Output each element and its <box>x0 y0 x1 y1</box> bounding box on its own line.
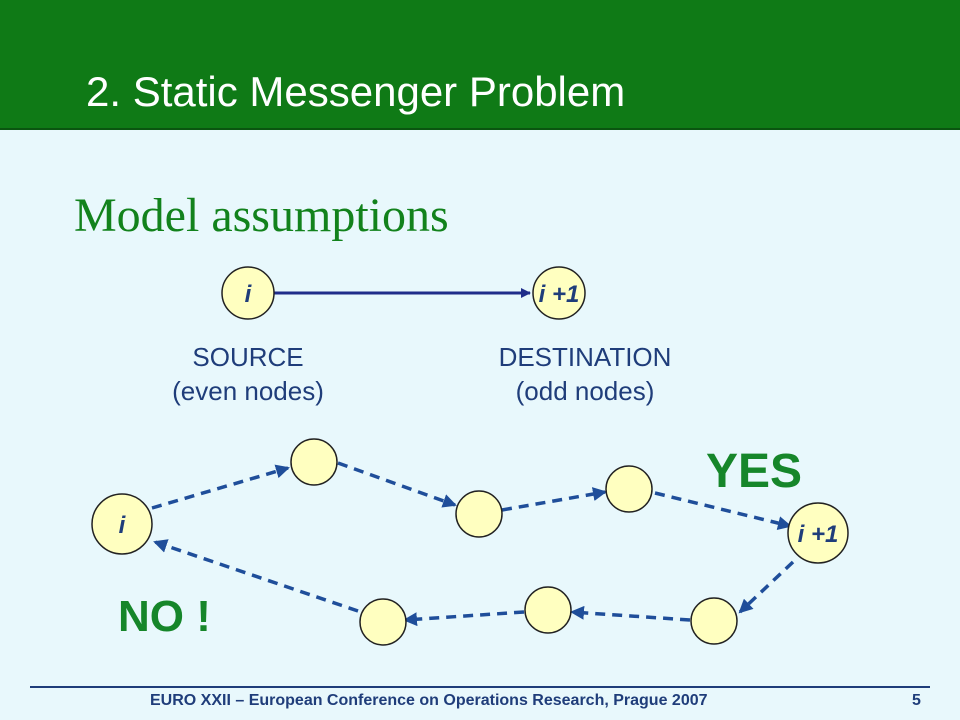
slide-subtitle: Model assumptions <box>74 189 449 242</box>
destination-label-line1: DESTINATION <box>498 342 672 372</box>
source-node-label: i <box>245 281 253 308</box>
path-start-node-label: i <box>119 512 127 539</box>
slide-title: 2. Static Messenger Problem <box>86 68 626 115</box>
path-arrow-7 <box>403 610 525 627</box>
path-arrow-8 <box>153 539 359 613</box>
footer-divider <box>30 686 930 688</box>
path-arrow-6 <box>570 605 691 622</box>
source-label-line2: (even nodes) <box>172 376 324 406</box>
destination-node-label: i +1 <box>539 281 580 308</box>
path-arrow-4 <box>654 491 792 530</box>
header-bar <box>0 0 960 130</box>
no-label: NO ! <box>118 592 211 641</box>
path-end-node <box>787 502 849 564</box>
path-node <box>524 586 572 634</box>
path-arrow-2 <box>337 461 457 508</box>
path-arrow-5 <box>738 560 795 614</box>
path-node <box>605 465 653 513</box>
destination-label: DESTINATION (odd nodes) <box>470 340 700 408</box>
destination-label-line2: (odd nodes) <box>515 376 655 406</box>
footer-text: EURO XXII – European Conference on Opera… <box>150 692 708 709</box>
source-node <box>221 266 275 320</box>
path-arrow-3 <box>501 487 607 512</box>
source-label-line1: SOURCE <box>192 342 304 372</box>
footer: EURO XXII – European Conference on Opera… <box>0 692 960 716</box>
path-node <box>690 597 738 645</box>
path-node <box>455 490 503 538</box>
path-end-node-label: i +1 <box>798 521 839 548</box>
path-arrow-1 <box>151 464 290 510</box>
yes-label: YES <box>706 445 803 498</box>
path-node <box>359 598 407 646</box>
path-node <box>290 438 338 486</box>
path-start-node <box>91 493 153 555</box>
source-label: SOURCE (even nodes) <box>150 340 346 408</box>
page-number: 5 <box>912 692 921 709</box>
destination-node <box>532 266 586 320</box>
